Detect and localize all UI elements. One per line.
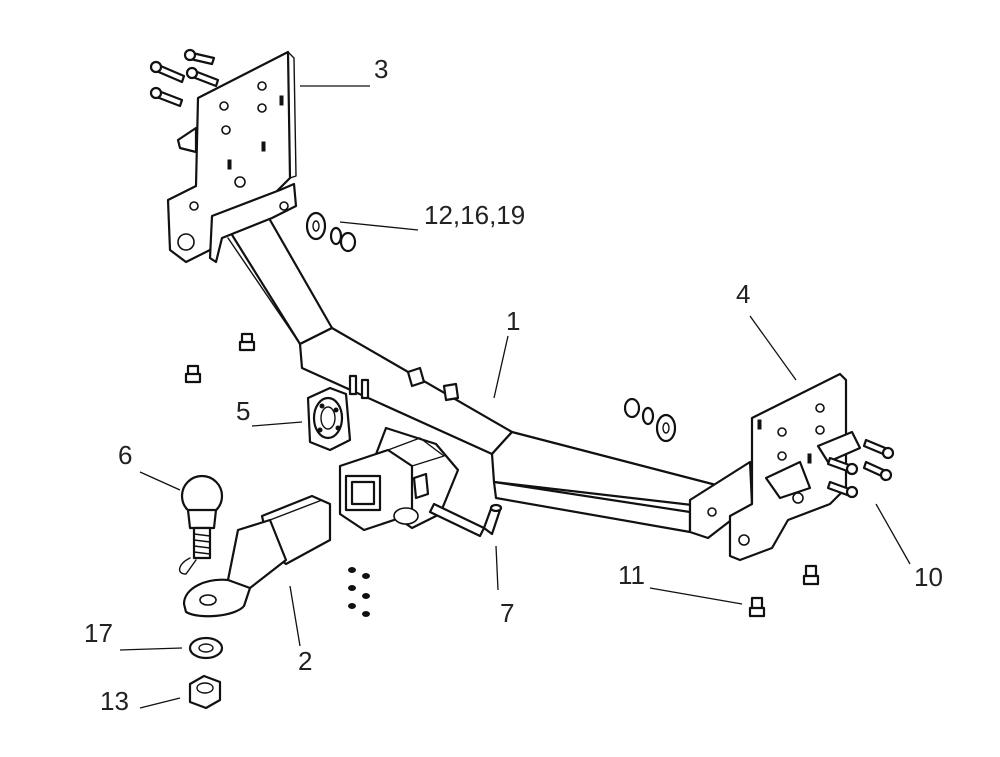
ball-mount (182, 494, 332, 618)
right-bracket-bolts (826, 438, 895, 499)
callout-1: 1 (506, 306, 520, 336)
lock-washer (188, 636, 224, 660)
small-hardware-dots (348, 567, 370, 617)
hex-nut (188, 674, 222, 710)
callout-2: 2 (298, 646, 312, 676)
receiver-tube (338, 426, 460, 532)
callout-11: 11 (618, 560, 645, 590)
hitch-pin (428, 502, 503, 538)
callout-6: 6 (118, 440, 132, 470)
callout-5: 5 (236, 396, 250, 426)
callout-7: 7 (500, 598, 514, 628)
main-crossbar (208, 182, 754, 540)
loose-bolts (184, 332, 820, 618)
electrical-socket-plate (306, 386, 352, 452)
callout-labels: 1 2 3 4 5 6 7 10 11 12,16,19 13 17 (84, 54, 943, 716)
callout-12-16-19: 12,16,19 (424, 200, 525, 230)
callout-4: 4 (736, 279, 750, 309)
washer-nut-set-left (305, 211, 357, 253)
bracket-bolts (149, 48, 220, 108)
callout-10: 10 (914, 562, 943, 592)
right-mounting-bracket (728, 372, 862, 562)
callout-3: 3 (374, 54, 388, 84)
tow-ball (179, 474, 224, 575)
callout-13: 13 (100, 686, 129, 716)
left-mounting-bracket (166, 50, 297, 264)
callout-17: 17 (84, 618, 113, 648)
washer-nut-set-right (623, 397, 677, 443)
leader-lines (119, 85, 911, 709)
